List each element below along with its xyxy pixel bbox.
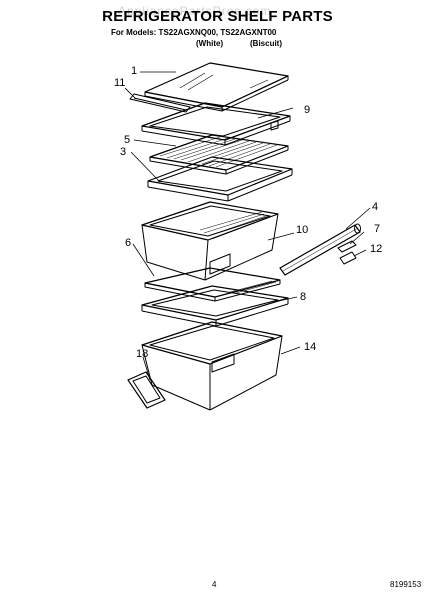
- callout-numbers: 1 11 9 5 3 4 10 7 6 12 8 14 18: [114, 65, 382, 360]
- callout-10: 10: [296, 224, 308, 236]
- leader-lines: [124, 71, 371, 381]
- page-title: REFRIGERATOR SHELF PARTS: [102, 8, 333, 25]
- callout-12: 12: [370, 243, 382, 255]
- clip-part-12: [339, 251, 357, 265]
- label-part-18: [127, 371, 166, 409]
- callout-8: 8: [300, 291, 306, 303]
- lower-cover-insert-part-6: [144, 267, 281, 302]
- glass-shelf-part-1: [144, 62, 289, 112]
- watermark: AppliancePartsPros.com: [118, 4, 272, 18]
- slide-part-7: [337, 240, 357, 253]
- crisper-cover-insert-part-5: [149, 134, 289, 175]
- models-subtitle: For Models: TS22AGXNQ00, TS22AGXNT00: [111, 28, 277, 37]
- callout-7: 7: [374, 223, 380, 235]
- color-biscuit-label: (Biscuit): [250, 39, 282, 48]
- crisper-cover-frame-part-3: [147, 156, 293, 202]
- lower-cover-frame-part-8: [141, 285, 289, 327]
- page-number: 4: [212, 580, 217, 589]
- callout-4: 4: [372, 201, 378, 213]
- callout-14: 14: [304, 341, 316, 353]
- callout-11: 11: [114, 77, 125, 89]
- callout-18: 18: [136, 348, 148, 360]
- callout-9: 9: [304, 104, 310, 116]
- callout-6: 6: [125, 237, 131, 249]
- callout-1: 1: [131, 65, 137, 77]
- document-number: 8199153: [390, 580, 422, 589]
- divider-rod-part-4: [279, 223, 361, 276]
- crisper-drawer-part-10: [141, 201, 279, 281]
- callout-3: 3: [120, 146, 126, 158]
- shelf-frame-part-9: [141, 102, 291, 146]
- color-white-label: (White): [196, 39, 224, 48]
- callout-5: 5: [124, 134, 130, 146]
